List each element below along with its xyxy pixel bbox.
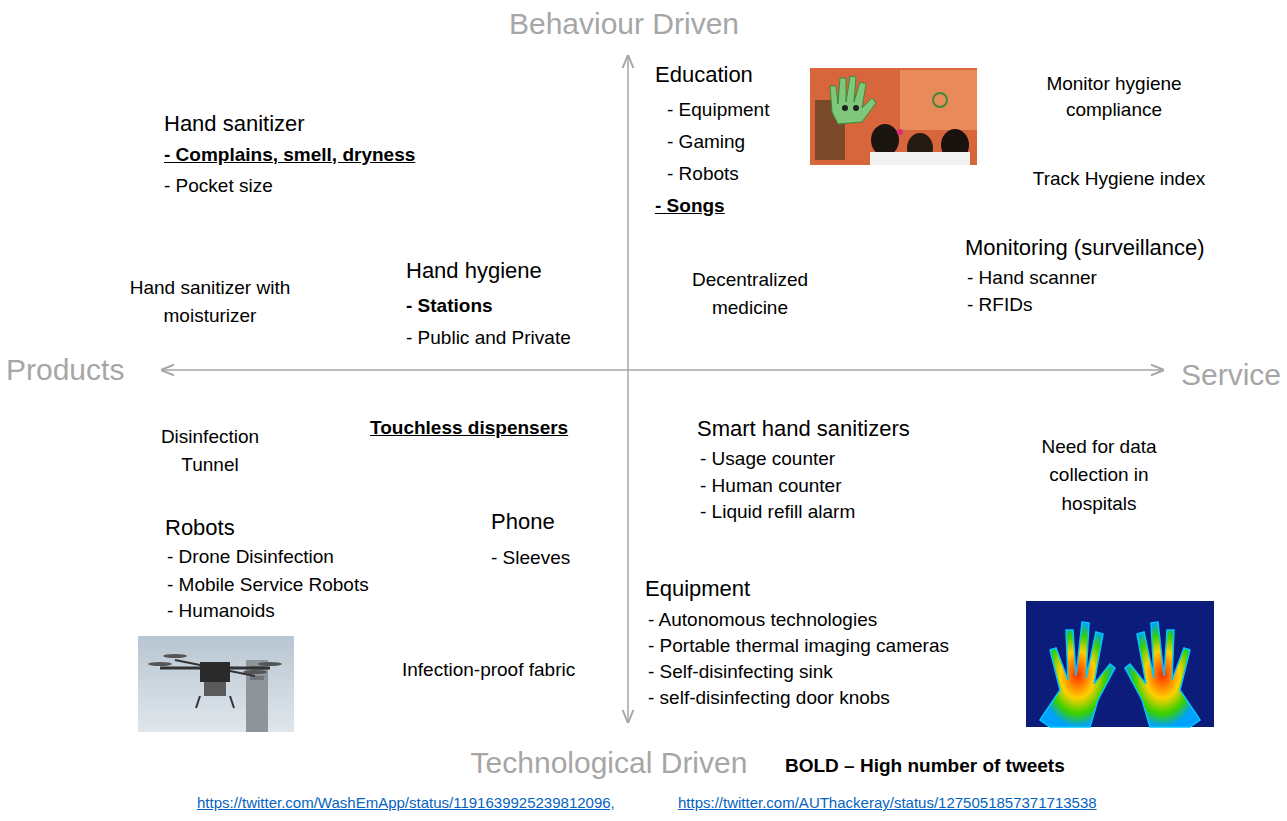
item-text: - Stations bbox=[406, 295, 493, 318]
item-text: Track Hygiene index bbox=[1033, 168, 1205, 191]
item-text: - Human counter bbox=[700, 475, 842, 498]
item-text: Touchless dispensers bbox=[370, 417, 568, 440]
drone-photo bbox=[138, 636, 294, 732]
green-hand bbox=[830, 76, 876, 124]
category-heading: Hand hygiene bbox=[406, 258, 542, 284]
item-text: - Usage counter bbox=[700, 448, 835, 471]
vertical-axis bbox=[627, 56, 629, 722]
item-text: - Humanoids bbox=[167, 600, 275, 623]
category-heading: Monitoring (surveillance) bbox=[965, 235, 1205, 261]
hair-clip bbox=[897, 129, 903, 135]
thermal-hand bbox=[1125, 622, 1200, 727]
thermal-hands-photo bbox=[1026, 601, 1214, 727]
horizontal-axis bbox=[162, 369, 1163, 371]
item-text: Need for data collection in hospitals bbox=[1022, 433, 1177, 519]
rotor bbox=[258, 662, 282, 666]
building-window bbox=[250, 676, 264, 680]
item-text: - Pocket size bbox=[164, 175, 273, 198]
drone-leg bbox=[230, 696, 234, 708]
item-text: Hand sanitizer with moisturizer bbox=[103, 274, 318, 331]
drone-leg bbox=[196, 696, 200, 708]
drone-tank bbox=[204, 682, 226, 696]
child-head bbox=[871, 124, 899, 156]
item-text: Monitor hygiene compliance bbox=[1024, 71, 1204, 124]
item-text: - Sleeves bbox=[491, 547, 570, 570]
child-shirts bbox=[870, 152, 970, 165]
hand-eye bbox=[842, 105, 848, 111]
drone-body bbox=[200, 662, 230, 682]
photo-ground bbox=[1026, 601, 1214, 727]
item-text: - Portable thermal imaging cameras bbox=[648, 635, 949, 658]
category-heading: Smart hand sanitizers bbox=[697, 416, 910, 442]
item-text: - RFIDs bbox=[967, 294, 1032, 317]
item-text: - self-disinfecting door knobs bbox=[648, 687, 890, 710]
item-text: - Gaming bbox=[667, 131, 745, 154]
category-heading: Phone bbox=[491, 509, 555, 535]
thermal-hand bbox=[1040, 622, 1115, 727]
item-text: - Songs bbox=[655, 195, 725, 218]
wall-drawing bbox=[933, 93, 947, 107]
rotor bbox=[243, 670, 267, 674]
item-text: - Mobile Service Robots bbox=[167, 574, 369, 597]
hand-eye bbox=[853, 105, 859, 111]
category-heading: Hand sanitizer bbox=[164, 111, 305, 137]
education-photo bbox=[810, 68, 977, 165]
photo-ground bbox=[810, 68, 977, 165]
rotor bbox=[163, 654, 187, 658]
photo-wall bbox=[900, 70, 977, 130]
legend-note: BOLD – High number of tweets bbox=[785, 755, 1065, 778]
item-text: Infection-proof fabric bbox=[402, 659, 575, 682]
rotor bbox=[148, 662, 172, 666]
axis-label: Technological Driven bbox=[471, 745, 748, 781]
axis-label: Products bbox=[6, 352, 124, 388]
item-text: - Self-disinfecting sink bbox=[648, 661, 833, 684]
item-text: Disinfection Tunnel bbox=[143, 423, 278, 480]
axis-label: Behaviour Driven bbox=[509, 6, 739, 42]
item-text: - Robots bbox=[667, 163, 739, 186]
item-text: - Liquid refill alarm bbox=[700, 501, 855, 524]
item-text: - Complains, smell, dryness bbox=[164, 144, 415, 167]
item-text: - Equipment bbox=[667, 99, 769, 122]
axis-label: Service bbox=[1181, 357, 1281, 393]
category-heading: Equipment bbox=[645, 576, 750, 602]
item-text: - Hand scanner bbox=[967, 267, 1097, 290]
item-text: - Autonomous technologies bbox=[648, 609, 877, 632]
source-link: https://twitter.com/AUThackeray/status/1… bbox=[678, 794, 1097, 812]
photo-sky bbox=[138, 636, 294, 732]
item-text: Decentralized medicine bbox=[675, 266, 825, 323]
item-text: - Public and Private bbox=[406, 327, 571, 350]
source-link: https://twitter.com/WashEmApp/status/119… bbox=[197, 794, 615, 812]
category-heading: Education bbox=[655, 62, 753, 88]
item-text: - Drone Disinfection bbox=[167, 546, 334, 569]
category-heading: Robots bbox=[165, 515, 235, 541]
